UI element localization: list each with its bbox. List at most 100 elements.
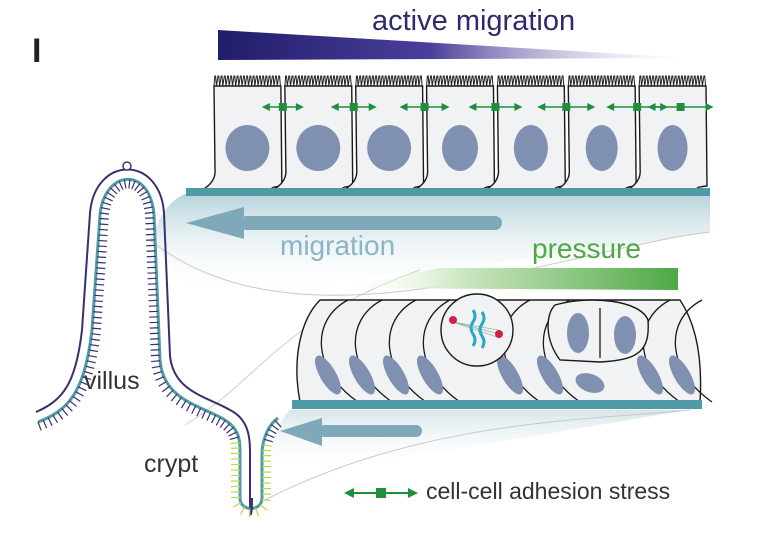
bottom-zoom-fan [272, 410, 690, 470]
active-migration-label: active migration [372, 5, 576, 37]
top-basement-membrane [186, 188, 710, 196]
epithelial-cell-tick [128, 179, 131, 189]
microvilli [638, 75, 707, 87]
epithelial-cell-tick [259, 504, 268, 511]
epithelial-cell-tick [102, 201, 112, 206]
arrow-head [368, 103, 377, 111]
epithelial-cell-tick [91, 333, 101, 336]
adhesion-stress-marker [537, 103, 596, 111]
epithelial-cell-tick [191, 405, 197, 415]
columnar-cell [482, 75, 566, 191]
epithelial-cell-tick [262, 449, 272, 452]
nucleus [383, 355, 409, 395]
legend-label: cell-cell adhesion stress [426, 478, 671, 504]
epithelial-cell-tick [106, 191, 116, 198]
epithelial-cell-tick [97, 250, 107, 253]
epithelial-cell-tick [96, 261, 106, 264]
bottom-basement-membrane [292, 400, 702, 409]
epithelial-cell-tick [230, 441, 240, 445]
villus-tip-cell [122, 161, 132, 171]
epithelial-cell-tick [92, 327, 102, 330]
epithelial-cell-tick [83, 370, 93, 375]
adhesion-junction [676, 103, 685, 111]
epithelial-cell-tick [98, 228, 109, 231]
pressure-label: pressure [532, 233, 641, 264]
epithelial-cell-tick [268, 428, 277, 435]
columnar-cell [411, 75, 496, 191]
epithelial-cell-tick [166, 389, 174, 398]
epithelial-cell-tick [201, 410, 207, 419]
migration-arrow-icon [186, 207, 502, 239]
epithelial-cell-tick [186, 402, 192, 412]
adhesion-junction [420, 103, 429, 111]
arrow-head [261, 103, 270, 111]
nucleus [349, 355, 375, 395]
nucleus [567, 313, 589, 353]
migration-label: migration [280, 230, 396, 261]
columnar-cell [270, 75, 354, 191]
epithelial-cell-tick [52, 414, 59, 424]
microvilli [284, 75, 352, 87]
arrow-head [295, 103, 304, 111]
epithelial-cell-tick [72, 395, 81, 402]
epithelial-cell-tick [75, 391, 84, 397]
arrow-head [441, 103, 450, 111]
epithelial-cell-tick [175, 397, 182, 406]
active-migration-gradient [218, 30, 690, 60]
epithelial-cell-tick [69, 400, 77, 407]
epithelial-cell-tick [42, 419, 48, 429]
nucleus [296, 125, 341, 171]
nucleus [537, 355, 563, 395]
epithelial-cell-tick [104, 196, 113, 202]
epithelial-cell-tick [153, 370, 163, 375]
epithelial-cell-tick [78, 386, 87, 392]
chromosome [469, 309, 477, 347]
epithelial-cell-tick [92, 316, 102, 319]
epithelial-cell-tick [239, 506, 246, 515]
nucleus [225, 125, 270, 171]
nucleus [513, 125, 548, 171]
epithelial-cell-tick [88, 349, 99, 353]
epithelial-cell-tick [37, 421, 42, 431]
epithelial-cell-tick [261, 499, 271, 502]
arrow-head [705, 103, 714, 111]
epithelial-cell-tick [211, 414, 217, 424]
epithelial-cell-tick [86, 360, 96, 364]
adhesion-junction [278, 103, 287, 111]
columnar-cell [553, 75, 637, 191]
epithelial-cell-tick [158, 381, 167, 387]
microvilli [355, 75, 423, 87]
bottom-zoom-fan-outline [264, 409, 691, 501]
epithelial-cell-tick [131, 180, 136, 190]
microvilli [213, 75, 281, 87]
epithelial-cell-tick [99, 223, 109, 226]
epithelial-cell-tick [223, 423, 231, 431]
epithelial-cell-tick [95, 283, 105, 286]
nucleus [585, 125, 618, 171]
epithelial-cell-tick [265, 433, 275, 439]
epithelial-cell-tick [151, 365, 161, 369]
nucleus [614, 316, 636, 354]
epithelial-cell-tick [123, 179, 127, 189]
nucleus [575, 373, 605, 393]
adhesion-stress-marker [330, 103, 377, 111]
epithelial-cell-tick [142, 201, 152, 205]
adhesion-stress-marker [468, 103, 523, 111]
epithelial-cell-tick [47, 417, 53, 426]
bottom-epithelial-sheet [296, 293, 713, 403]
epithelial-cell-tick [206, 412, 212, 422]
nucleus [497, 355, 523, 395]
cell-boundary [674, 299, 713, 403]
adhesion-junction [562, 103, 571, 111]
epithelial-cell-tick [100, 212, 110, 215]
arrow-head [606, 103, 615, 111]
epithelial-cell-tick [144, 211, 154, 214]
adhesion-stress-marker [261, 103, 304, 111]
epithelial-cell-tick [89, 343, 100, 347]
bottom-zoom-fan-outline-upper [184, 269, 421, 426]
epithelial-cell-tick [92, 322, 102, 324]
epithelial-cell-tick [219, 419, 226, 428]
arrow-head [537, 103, 546, 111]
epithelial-cell-tick [94, 294, 104, 297]
